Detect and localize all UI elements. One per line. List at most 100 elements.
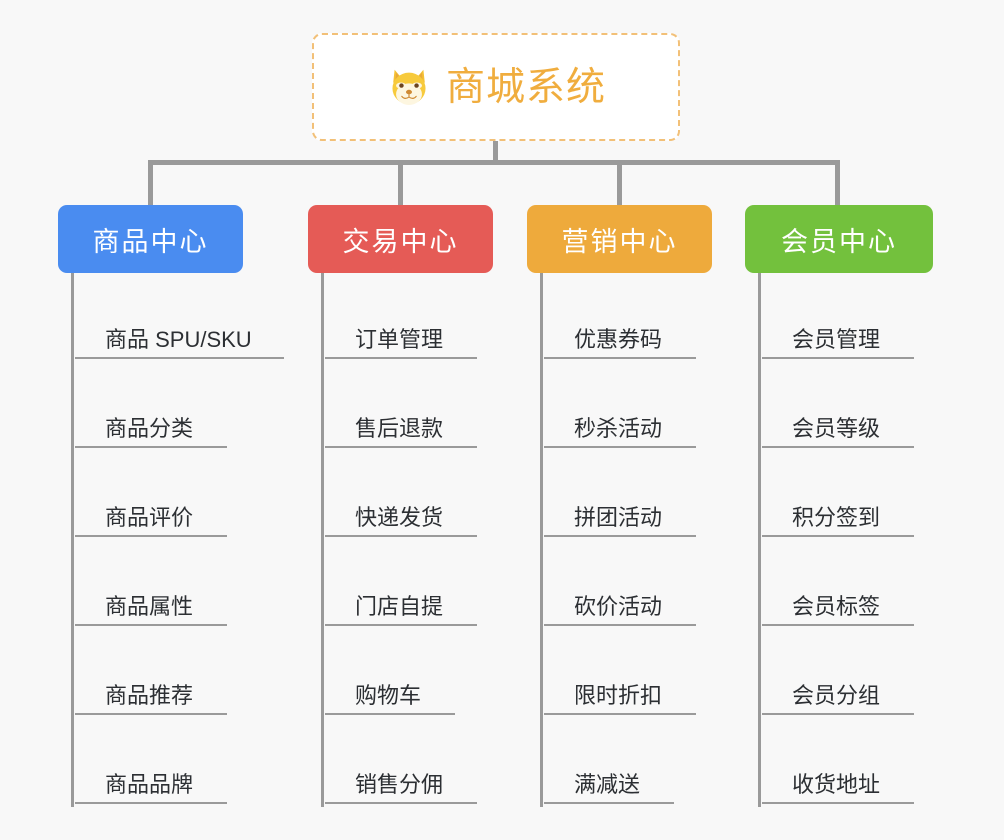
leaf-item[interactable]: 商品属性	[73, 540, 278, 629]
leaf-label: 积分签到	[792, 504, 881, 530]
leaf-underline	[762, 713, 914, 715]
category-title-4: 会员中心	[781, 226, 897, 257]
leaf-underline	[325, 624, 477, 626]
root-title: 商城系统	[445, 65, 606, 109]
leaf-item[interactable]: 购物车	[323, 629, 528, 718]
category-title-3: 营销中心	[561, 226, 678, 257]
branch-column-4: 会员中心 会员管理 会员等级 积分签到 会员标签 会员分组	[745, 205, 965, 807]
category-header-3[interactable]: 营销中心	[527, 205, 712, 273]
leaf-item[interactable]: 优惠券码	[542, 273, 747, 362]
leaf-item[interactable]: 商品评价	[73, 451, 278, 540]
leaf-underline	[75, 624, 227, 626]
leaf-underline	[75, 713, 227, 715]
leaf-list-4: 会员管理 会员等级 积分签到 会员标签 会员分组 收货地址	[758, 273, 965, 807]
leaf-item[interactable]: 拼团活动	[542, 451, 747, 540]
leaf-item[interactable]: 会员标签	[760, 540, 965, 629]
leaf-list-2: 订单管理 售后退款 快递发货 门店自提 购物车 销售分佣	[321, 273, 528, 807]
leaf-label: 订单管理	[355, 326, 444, 352]
leaf-label: 销售分佣	[355, 771, 444, 797]
leaf-underline	[762, 802, 914, 804]
leaf-label: 商品品牌	[105, 771, 194, 797]
leaf-underline	[75, 357, 284, 359]
leaf-item[interactable]: 销售分佣	[323, 718, 528, 807]
category-title-1: 商品中心	[92, 226, 209, 257]
leaf-underline	[762, 446, 914, 448]
category-title-2: 交易中心	[342, 226, 459, 257]
leaf-underline	[762, 624, 914, 626]
spine-connector-2	[321, 273, 324, 807]
leaf-label: 限时折扣	[574, 682, 663, 708]
leaf-item[interactable]: 满减送	[542, 718, 747, 807]
leaf-label: 门店自提	[355, 593, 444, 619]
leaf-underline	[325, 446, 477, 448]
leaf-underline	[325, 357, 477, 359]
leaf-label: 会员分组	[792, 682, 881, 708]
leaf-label: 收货地址	[792, 771, 881, 797]
leaf-item[interactable]: 订单管理	[323, 273, 528, 362]
leaf-item[interactable]: 秒杀活动	[542, 362, 747, 451]
leaf-label: 满减送	[574, 771, 641, 797]
leaf-underline	[762, 357, 914, 359]
category-header-2[interactable]: 交易中心	[308, 205, 493, 273]
drop-connector-1	[148, 160, 153, 207]
leaf-underline	[75, 446, 227, 448]
branch-column-2: 交易中心 订单管理 售后退款 快递发货 门店自提 购物车	[308, 205, 528, 807]
branch-column-1: 商品中心 商品 SPU/SKU 商品分类 商品评价 商品属性 商品推荐	[58, 205, 284, 807]
leaf-list-3: 优惠券码 秒杀活动 拼团活动 砍价活动 限时折扣 满减送	[540, 273, 747, 807]
leaf-label: 商品评价	[105, 504, 194, 530]
leaf-label: 快递发货	[355, 504, 444, 530]
leaf-label: 会员等级	[792, 415, 881, 441]
leaf-underline	[325, 535, 477, 537]
leaf-underline	[544, 713, 696, 715]
leaf-underline	[544, 446, 696, 448]
leaf-underline	[544, 357, 696, 359]
leaf-label: 售后退款	[355, 415, 444, 441]
drop-connector-3	[617, 160, 622, 207]
leaf-underline	[325, 802, 477, 804]
leaf-item[interactable]: 快递发货	[323, 451, 528, 540]
horizontal-connector-bar	[148, 160, 840, 165]
leaf-item[interactable]: 商品品牌	[73, 718, 278, 807]
leaf-label: 商品分类	[105, 415, 194, 441]
leaf-item[interactable]: 会员分组	[760, 629, 965, 718]
drop-connector-4	[835, 160, 840, 207]
leaf-item[interactable]: 收货地址	[760, 718, 965, 807]
leaf-list-1: 商品 SPU/SKU 商品分类 商品评价 商品属性 商品推荐 商品品牌	[71, 273, 284, 807]
leaf-label: 商品 SPU/SKU	[105, 326, 252, 352]
drop-connector-2	[398, 160, 403, 207]
leaf-underline	[544, 624, 696, 626]
leaf-label: 会员管理	[792, 326, 881, 352]
leaf-item[interactable]: 会员等级	[760, 362, 965, 451]
leaf-label: 砍价活动	[574, 593, 663, 619]
leaf-item[interactable]: 商品分类	[73, 362, 278, 451]
leaf-underline	[75, 802, 227, 804]
leaf-label: 商品推荐	[105, 682, 194, 708]
leaf-item[interactable]: 商品推荐	[73, 629, 278, 718]
leaf-underline	[762, 535, 914, 537]
shiba-dog-face-icon	[392, 69, 426, 105]
leaf-label: 商品属性	[105, 593, 194, 619]
leaf-item[interactable]: 售后退款	[323, 362, 528, 451]
leaf-item[interactable]: 积分签到	[760, 451, 965, 540]
leaf-item[interactable]: 限时折扣	[542, 629, 747, 718]
spine-connector-3	[540, 273, 543, 807]
leaf-item[interactable]: 会员管理	[760, 273, 965, 362]
leaf-underline	[325, 713, 455, 715]
category-header-4[interactable]: 会员中心	[745, 205, 933, 273]
leaf-item[interactable]: 商品 SPU/SKU	[73, 273, 284, 362]
leaf-item[interactable]: 门店自提	[323, 540, 528, 629]
leaf-label: 购物车	[355, 682, 422, 708]
category-header-1[interactable]: 商品中心	[58, 205, 243, 273]
leaf-underline	[544, 535, 696, 537]
leaf-underline	[544, 802, 674, 804]
root-node[interactable]: 商城系统	[312, 33, 680, 141]
leaf-label: 拼团活动	[574, 504, 663, 530]
leaf-label: 优惠券码	[574, 326, 663, 352]
spine-connector-4	[758, 273, 761, 807]
root-stem-connector	[493, 141, 498, 165]
branch-column-3: 营销中心 优惠券码 秒杀活动 拼团活动 砍价活动 限时折扣	[527, 205, 747, 807]
leaf-item[interactable]: 砍价活动	[542, 540, 747, 629]
leaf-label: 会员标签	[792, 593, 881, 619]
spine-connector-1	[71, 273, 74, 807]
